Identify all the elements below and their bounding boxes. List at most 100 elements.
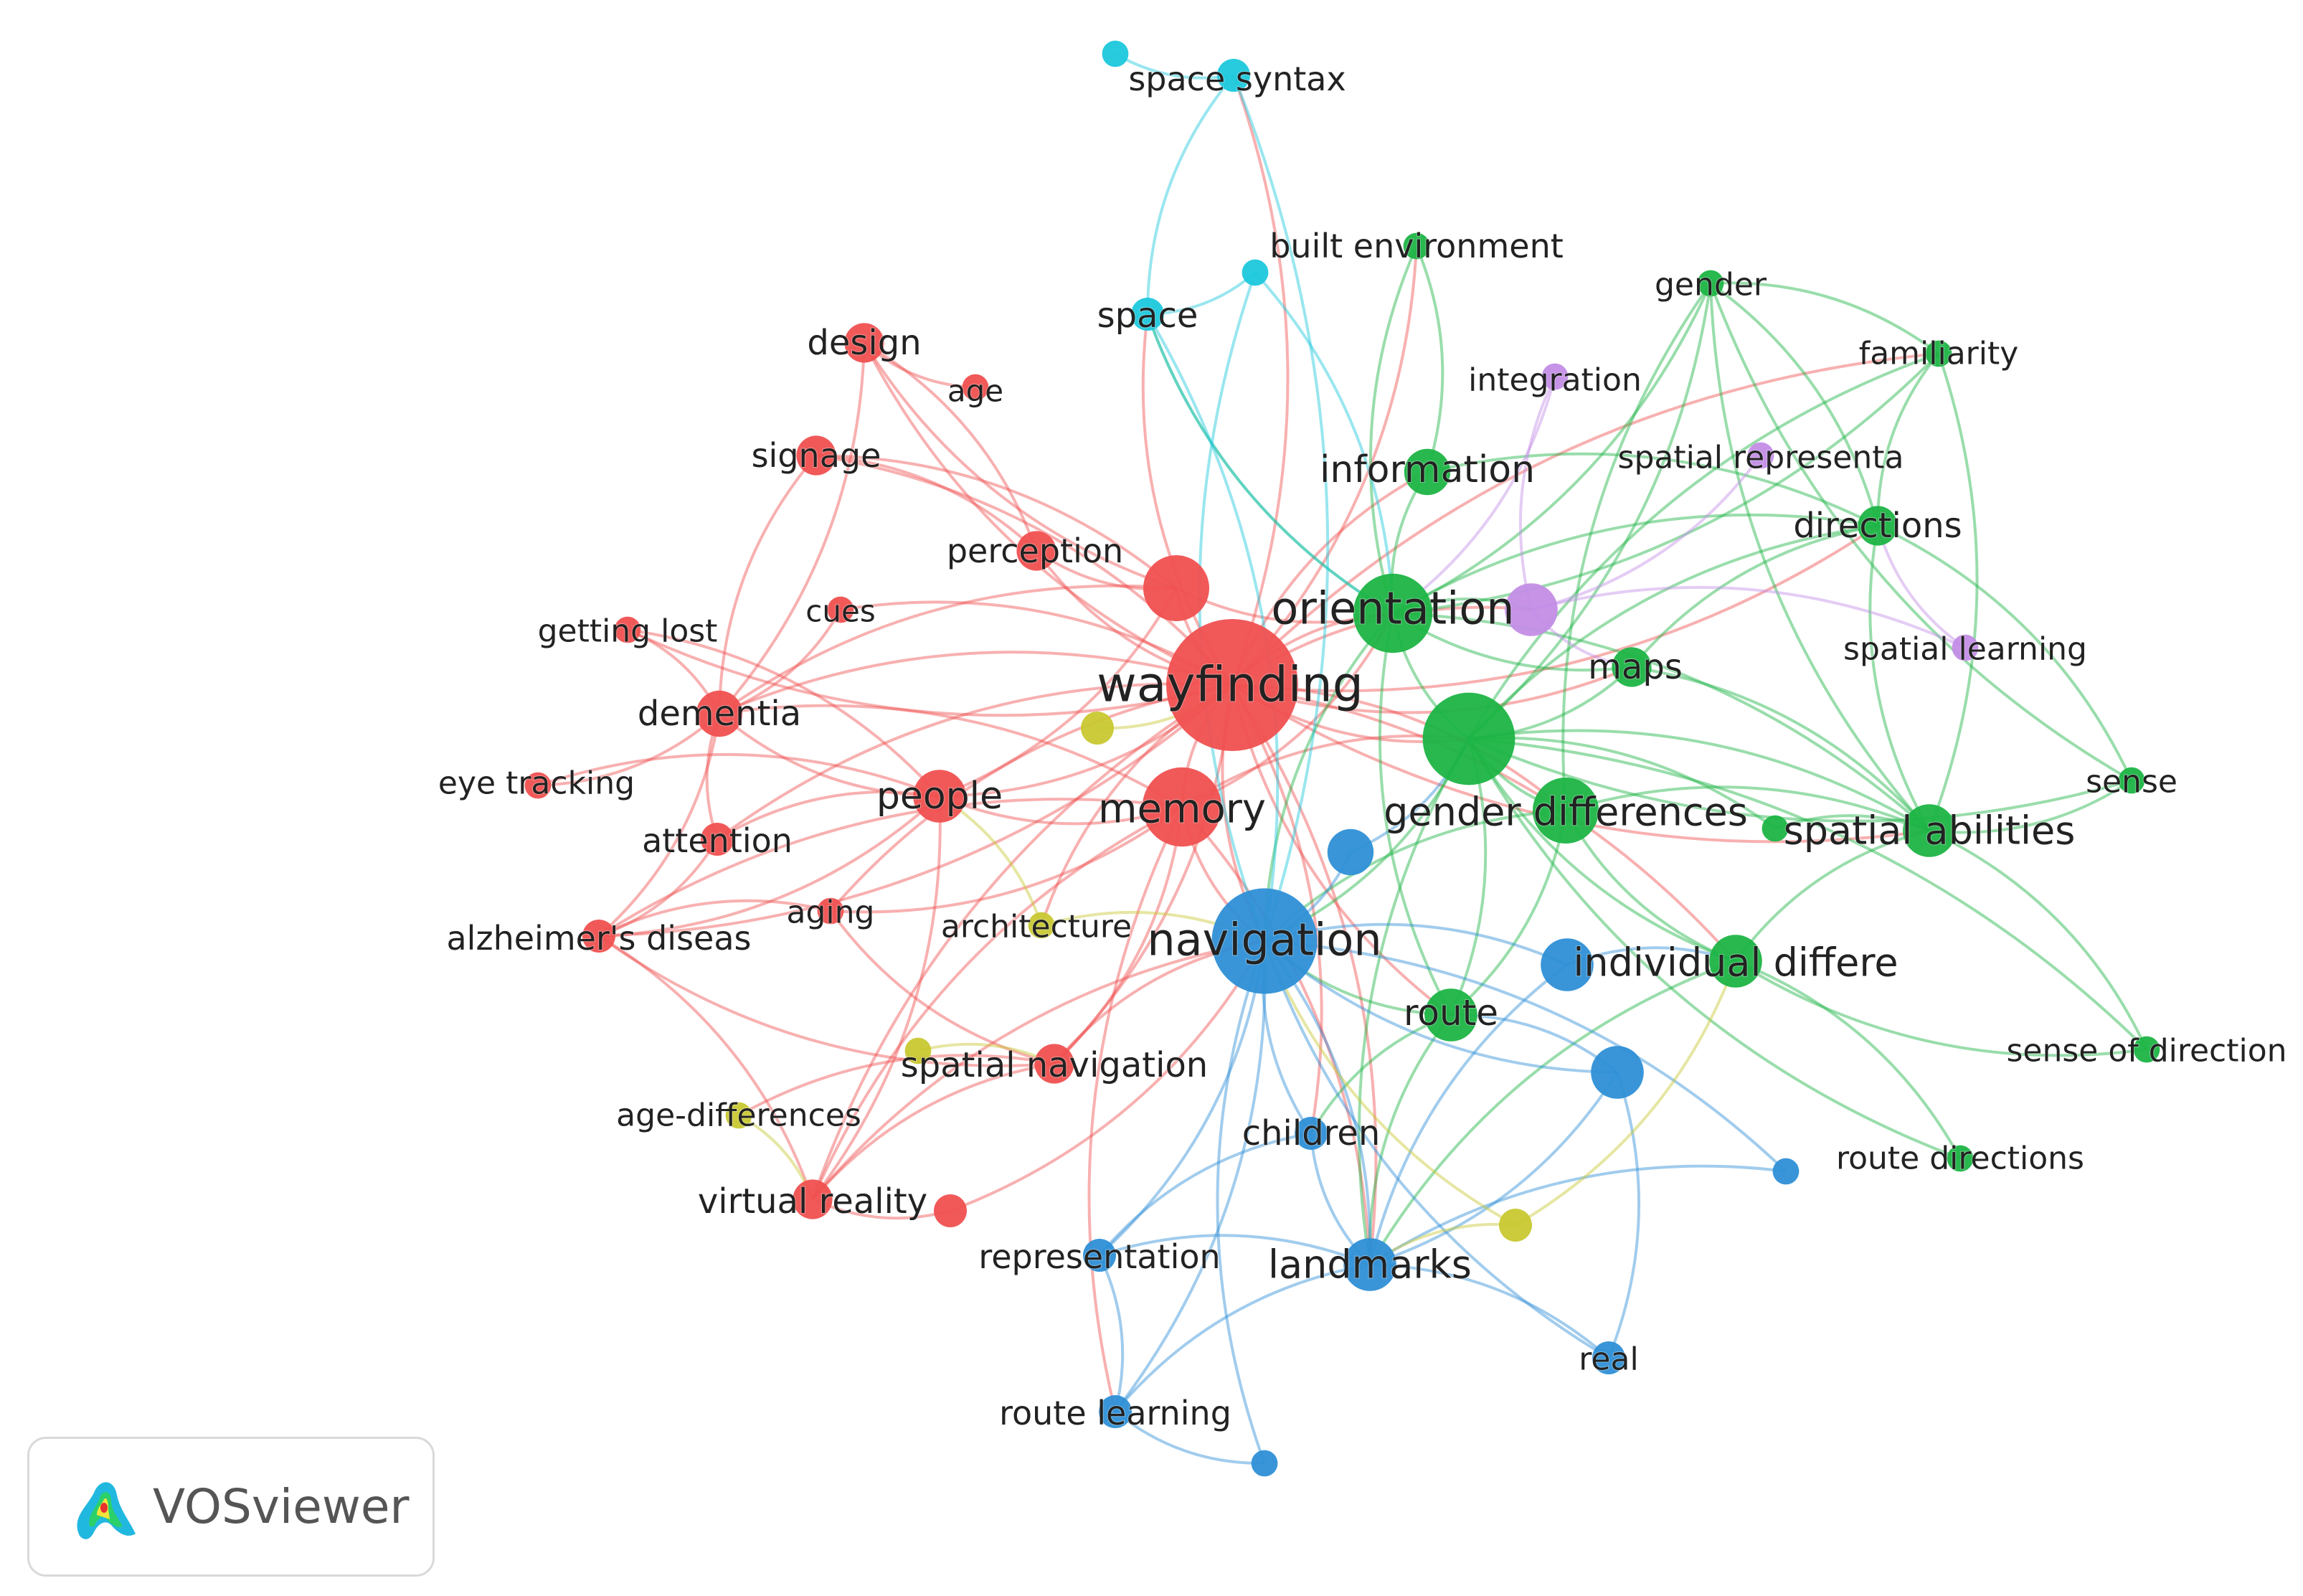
- link-getting_lost-people: [627, 628, 941, 798]
- link-dementia-alzheimers: [597, 713, 721, 938]
- link-people-eye_tracking: [537, 752, 940, 798]
- link-memory-landmarks: [1181, 806, 1371, 1265]
- link-people-alzheimers: [598, 795, 941, 938]
- node-green_hub[interactable]: [1422, 692, 1515, 785]
- node-real[interactable]: [1592, 1341, 1625, 1374]
- node-eye_tracking[interactable]: [524, 772, 552, 799]
- node-spatial_representa[interactable]: [1747, 442, 1774, 469]
- link-landmarks-blue_c: [1369, 1071, 1619, 1266]
- label-people: people: [876, 775, 1003, 818]
- link-people-dementia: [718, 712, 940, 798]
- link-alzheimers-spatial_navigation: [597, 935, 1055, 1067]
- link-navigation-representation: [1098, 940, 1266, 1257]
- node-people[interactable]: [913, 770, 966, 823]
- link-navigation-blue_d: [1264, 940, 1787, 1173]
- label-alzheimers: alzheimer's diseas: [446, 919, 751, 958]
- link-green_hub-landmarks: [1358, 737, 1470, 1265]
- node-signage[interactable]: [796, 435, 836, 476]
- node-representation[interactable]: [1083, 1239, 1116, 1272]
- node-getting_lost[interactable]: [614, 616, 641, 643]
- node-blue_b[interactable]: [1541, 938, 1594, 991]
- label-eye_tracking: eye tracking: [438, 765, 635, 802]
- node-sense_of_direction[interactable]: [2133, 1036, 2160, 1063]
- node-sense[interactable]: [2118, 767, 2145, 794]
- link-directions-gender: [1709, 282, 1879, 527]
- node-age_differences[interactable]: [725, 1102, 752, 1129]
- link-wayfinding-landmarks: [1231, 684, 1378, 1265]
- link-memory-dementia: [719, 704, 1183, 808]
- link-yellow_c-navigation: [1263, 940, 1516, 1227]
- node-cyan_b[interactable]: [1242, 259, 1269, 286]
- link-spatial_abilities-gender: [1709, 283, 1931, 832]
- node-yellow_a[interactable]: [1081, 712, 1114, 745]
- link-green_hub-sense: [1468, 737, 2132, 823]
- node-architecture[interactable]: [1028, 912, 1055, 939]
- link-directions-familiarity: [1876, 352, 1940, 527]
- node-purple_hub[interactable]: [1505, 583, 1558, 636]
- label-spatial_abilities: spatial abilities: [1784, 808, 2076, 854]
- node-children[interactable]: [1295, 1117, 1328, 1150]
- node-yellow_b[interactable]: [904, 1037, 932, 1064]
- node-spatial_abilities[interactable]: [1903, 804, 1956, 857]
- node-built_environment[interactable]: [1403, 232, 1430, 260]
- node-memory[interactable]: [1142, 767, 1222, 847]
- node-spatial_navigation[interactable]: [1034, 1044, 1074, 1084]
- link-red_hub-dementia: [718, 584, 1177, 715]
- node-wayfinding[interactable]: [1166, 619, 1298, 751]
- node-blue_a[interactable]: [1327, 828, 1374, 876]
- node-yellow_c[interactable]: [1499, 1209, 1532, 1242]
- node-landmarks[interactable]: [1343, 1238, 1396, 1291]
- node-attention[interactable]: [701, 823, 734, 856]
- link-wayfinding-directions: [1231, 524, 1879, 693]
- label-space_syntax: space syntax: [1128, 60, 1346, 98]
- node-perception[interactable]: [1016, 531, 1056, 571]
- node-design[interactable]: [844, 323, 884, 363]
- node-familiarity[interactable]: [1925, 340, 1952, 367]
- node-route_directions[interactable]: [1947, 1145, 1974, 1172]
- label-navigation: navigation: [1147, 914, 1381, 966]
- node-blue_d[interactable]: [1772, 1158, 1800, 1185]
- node-route_learning[interactable]: [1099, 1395, 1132, 1428]
- node-space_syntax[interactable]: [1217, 59, 1250, 92]
- node-directions[interactable]: [1858, 506, 1898, 546]
- link-landmarks-representation: [1099, 1234, 1371, 1266]
- link-spatial_abilities-sense: [1929, 779, 2133, 834]
- label-getting_lost: getting lost: [538, 613, 718, 650]
- node-route[interactable]: [1424, 988, 1477, 1042]
- label-dementia: dementia: [638, 694, 801, 734]
- node-integration[interactable]: [1541, 363, 1569, 390]
- node-space[interactable]: [1131, 298, 1164, 331]
- node-individual_differe[interactable]: [1709, 935, 1762, 988]
- link-yellow_c-individual_differe: [1514, 960, 1737, 1227]
- node-red_small[interactable]: [934, 1194, 967, 1227]
- node-gender_differences[interactable]: [1533, 778, 1599, 844]
- label-children: children: [1242, 1113, 1381, 1153]
- node-age[interactable]: [962, 374, 989, 401]
- node-spatial_learning[interactable]: [1952, 634, 1979, 661]
- node-blue_e[interactable]: [1251, 1450, 1278, 1477]
- node-cues[interactable]: [827, 596, 854, 623]
- node-aging[interactable]: [817, 897, 844, 925]
- node-green_small[interactable]: [1761, 815, 1789, 842]
- label-perception: perception: [947, 532, 1123, 570]
- node-red_hub[interactable]: [1143, 555, 1209, 621]
- node-navigation[interactable]: [1211, 888, 1318, 994]
- link-wayfinding-signage: [815, 454, 1234, 686]
- node-virtual_reality[interactable]: [793, 1179, 833, 1219]
- node-cyan_a[interactable]: [1102, 40, 1129, 67]
- node-blue_c[interactable]: [1591, 1046, 1644, 1099]
- node-alzheimers[interactable]: [582, 920, 615, 953]
- link-children-representation: [1098, 1132, 1312, 1257]
- node-information[interactable]: [1404, 448, 1451, 496]
- label-architecture: architecture: [941, 909, 1132, 945]
- label-gender: gender: [1655, 267, 1767, 303]
- node-gender[interactable]: [1697, 270, 1724, 297]
- node-dementia[interactable]: [696, 690, 743, 737]
- link-orientation-familiarity: [1392, 352, 1940, 615]
- link-orientation-space: [1146, 313, 1394, 615]
- node-maps[interactable]: [1612, 647, 1652, 687]
- node-orientation[interactable]: [1353, 573, 1433, 653]
- link-spatial_abilities-sense_of_direction: [1929, 829, 2148, 1050]
- labels-layer: wayfindingmemorypeopledementiadesignsign…: [438, 59, 2288, 1433]
- label-orientation: orientation: [1271, 582, 1514, 635]
